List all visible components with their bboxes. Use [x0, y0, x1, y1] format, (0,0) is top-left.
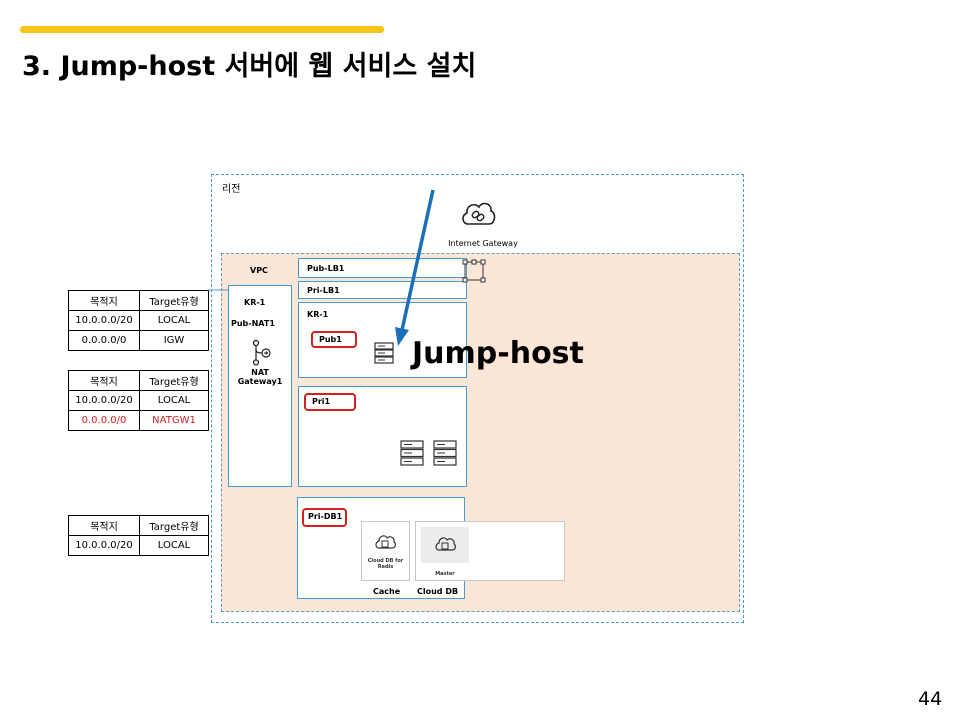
table-cell: NATGW1 — [139, 410, 209, 431]
redis-label: Cloud DB for Redis — [367, 558, 404, 570]
pub-subnet-tag: Pub1 — [311, 331, 357, 348]
title-accent-bar — [20, 26, 384, 33]
region-label: 리전 — [222, 184, 241, 195]
nat-gateway-icon — [252, 339, 271, 366]
pri-subnet-tag: Pri1 — [304, 393, 356, 411]
pub-lb-label: Pub-LB1 — [307, 264, 345, 273]
table-cell: 0.0.0.0/0 — [68, 410, 140, 431]
table-header: 목적지 — [68, 290, 140, 311]
table-row: 0.0.0.0/0 NATGW1 — [68, 410, 209, 431]
server-icon — [400, 440, 424, 466]
route-table-2: 목적지 Target유형 10.0.0.0/20 LOCAL 0.0.0.0/0… — [68, 370, 209, 431]
table-cell: IGW — [139, 330, 209, 351]
zone-kr1-left — [228, 285, 292, 487]
jump-host-label: Jump-host — [412, 336, 584, 371]
table-row: 목적지 Target유형 — [68, 515, 209, 536]
region-container — [211, 174, 744, 623]
table-cell: LOCAL — [139, 390, 209, 411]
table-cell: LOCAL — [139, 310, 209, 331]
redis-service-box — [361, 521, 410, 581]
table-header: 목적지 — [68, 370, 140, 391]
server-icon — [374, 342, 394, 364]
table-header: Target유형 — [139, 515, 209, 536]
route-table-1: 목적지 Target유형 10.0.0.0/20 LOCAL 0.0.0.0/0… — [68, 290, 209, 351]
pri-lb-label: Pri-LB1 — [307, 286, 340, 295]
server-icon — [433, 440, 457, 466]
table-cell: 0.0.0.0/0 — [68, 330, 140, 351]
cache-label: Cache — [373, 587, 401, 596]
internet-gateway-label: Internet Gateway — [440, 236, 526, 252]
page-number: 44 — [918, 688, 943, 710]
table-row: 목적지 Target유형 — [68, 370, 209, 391]
zone-kr1-left-label: KR-1 — [244, 298, 266, 307]
zone-kr1-right-label: KR-1 — [307, 310, 329, 319]
table-row: 10.0.0.0/20 LOCAL — [68, 390, 209, 411]
database-icon — [435, 537, 456, 551]
table-row: 10.0.0.0/20 LOCAL — [68, 535, 209, 556]
table-row: 목적지 Target유형 — [68, 290, 209, 311]
table-cell: LOCAL — [139, 535, 209, 556]
table-cell: 10.0.0.0/20 — [68, 390, 140, 411]
load-balancer-icon — [462, 259, 486, 283]
clouddb-label: Cloud DB — [417, 587, 459, 596]
database-icon — [375, 535, 396, 549]
cloud-link-icon — [462, 202, 496, 225]
table-cell: 10.0.0.0/20 — [68, 535, 140, 556]
pri-db-subnet-tag: Pri-DB1 — [302, 508, 347, 527]
table-cell: 10.0.0.0/20 — [68, 310, 140, 331]
pub-nat-label: Pub-NAT1 — [231, 319, 275, 328]
clouddb-icon-bg — [421, 527, 469, 563]
route-table-3: 목적지 Target유형 10.0.0.0/20 LOCAL — [68, 515, 209, 556]
page-title: 3. Jump-host 서버에 웹 서비스 설치 — [22, 51, 477, 82]
master-label: Master — [435, 571, 455, 577]
table-header: Target유형 — [139, 370, 209, 391]
vpc-label: VPC — [250, 266, 268, 275]
table-row: 0.0.0.0/0 IGW — [68, 330, 209, 351]
table-header: Target유형 — [139, 290, 209, 311]
table-row: 10.0.0.0/20 LOCAL — [68, 310, 209, 331]
nat-gateway-label: NAT Gateway1 — [237, 368, 283, 386]
table-header: 목적지 — [68, 515, 140, 536]
